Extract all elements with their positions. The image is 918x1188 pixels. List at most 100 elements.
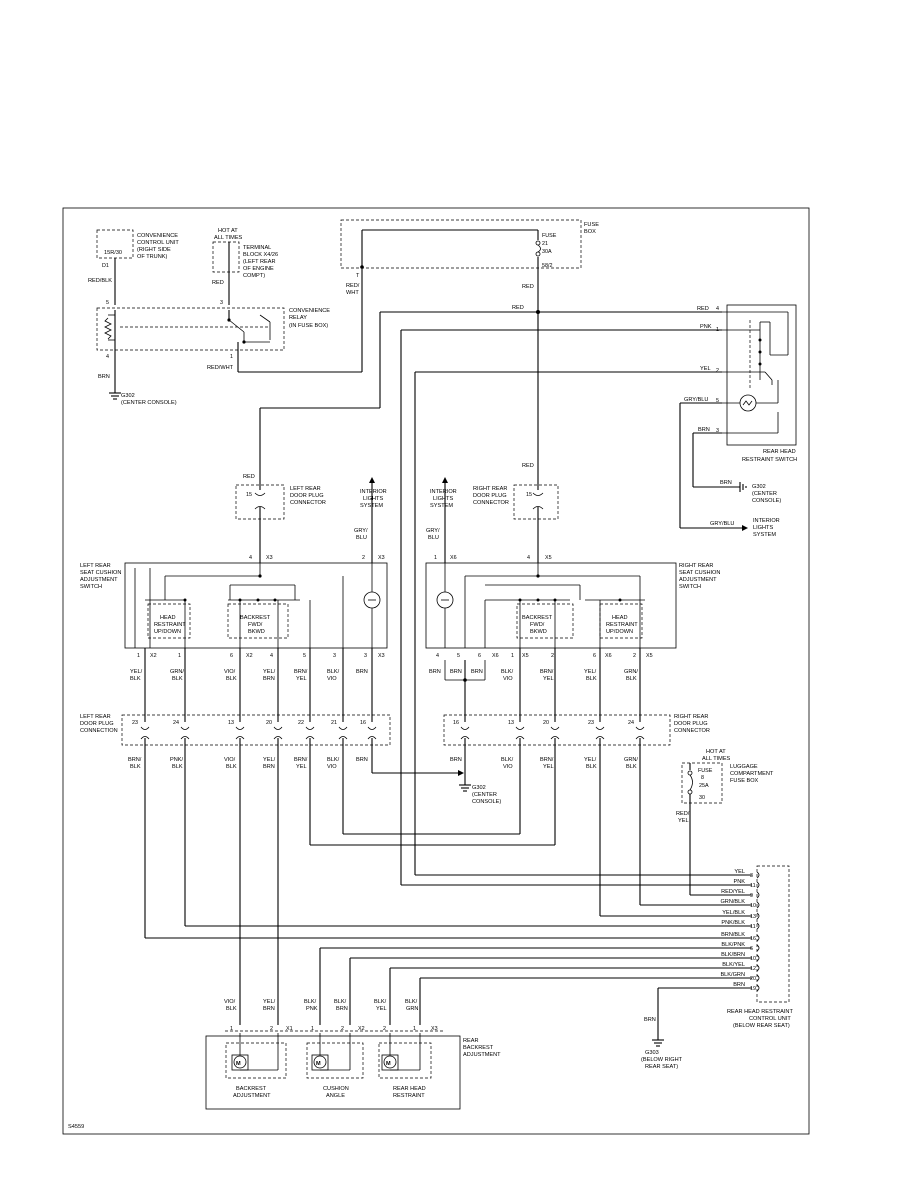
svg-text:YEL: YEL (700, 366, 711, 372)
svg-text:(CENTER: (CENTER (472, 792, 497, 798)
svg-text:BLK: BLK (172, 676, 183, 682)
svg-text:ANGLE: ANGLE (326, 1093, 345, 1099)
ground-g302-top: G302 (CENTER CONSOLE) (109, 392, 177, 406)
svg-text:YEL/: YEL/ (130, 669, 143, 675)
connector-hooks (140, 726, 645, 740)
control-unit-wire-color: BLK/BRN (721, 952, 745, 958)
connector-hook (338, 736, 348, 740)
connector-hook (140, 736, 150, 740)
svg-text:UP/DOWN: UP/DOWN (606, 629, 633, 635)
luggage-compartment-fuse-box: HOT AT ALL TIMES FUSE 8 25A 30 LUGGAGE C… (676, 749, 774, 896)
svg-text:30A: 30A (542, 249, 552, 255)
svg-text:REAR SEAT): REAR SEAT) (645, 1064, 678, 1070)
svg-text:BLK: BLK (226, 1006, 237, 1012)
svg-text:BACKREST: BACKREST (236, 1086, 267, 1092)
svg-text:1: 1 (413, 1026, 416, 1032)
svg-text:SWITCH: SWITCH (679, 584, 701, 590)
svg-text:BACKREST: BACKREST (240, 615, 271, 621)
control-unit-pin: 10 (750, 903, 756, 909)
svg-text:RESTRAINT SWITCH: RESTRAINT SWITCH (742, 457, 797, 463)
svg-text:RED: RED (512, 305, 524, 311)
svg-text:VIO: VIO (327, 676, 337, 682)
svg-text:REAR HEAD RESTRAINT: REAR HEAD RESTRAINT (727, 1009, 793, 1015)
svg-text:(CENTER: (CENTER (752, 491, 777, 497)
svg-text:DOOR PLUG: DOOR PLUG (674, 721, 708, 727)
svg-text:3: 3 (333, 653, 336, 659)
svg-text:X1: X1 (286, 1026, 293, 1032)
svg-text:24: 24 (628, 720, 634, 726)
svg-text:15: 15 (246, 492, 252, 498)
right-door-plug-connector: RIGHT REAR DOOR PLUG CONNECTOR 16 13 20 … (443, 714, 710, 746)
svg-text:BLK/: BLK/ (374, 999, 387, 1005)
svg-text:8: 8 (701, 775, 704, 781)
control-unit-pin: 9 (750, 893, 753, 899)
svg-text:1: 1 (230, 354, 233, 360)
svg-text:YEL: YEL (543, 764, 554, 770)
svg-text:(CENTER CONSOLE): (CENTER CONSOLE) (121, 400, 177, 406)
svg-text:BRN: BRN (263, 676, 275, 682)
svg-text:20: 20 (266, 720, 272, 726)
svg-text:FUSE BOX: FUSE BOX (730, 778, 759, 784)
svg-text:BLK: BLK (130, 764, 141, 770)
svg-text:CONTROL UNIT: CONTROL UNIT (749, 1016, 791, 1022)
control-unit-wire-color: BLK/GRN (720, 972, 745, 978)
diagram-frame (62, 207, 810, 1135)
control-unit-terminal (756, 881, 760, 889)
svg-text:COMPT): COMPT) (243, 273, 265, 279)
connector-hook (305, 736, 315, 740)
svg-text:PNK: PNK (306, 1006, 318, 1012)
svg-text:(IN FUSE BOX): (IN FUSE BOX) (289, 323, 328, 329)
svg-text:M: M (236, 1061, 241, 1067)
svg-text:BACKREST: BACKREST (522, 615, 553, 621)
svg-text:1: 1 (137, 653, 140, 659)
svg-text:G302: G302 (752, 484, 766, 490)
svg-text:RESTRAINT: RESTRAINT (606, 622, 638, 628)
svg-text:LUGGAGE: LUGGAGE (730, 764, 758, 770)
svg-text:24: 24 (173, 720, 179, 726)
svg-text:ADJUSTMENT: ADJUSTMENT (233, 1093, 271, 1099)
svg-text:RED/WHT: RED/WHT (207, 365, 234, 371)
svg-text:BLK: BLK (626, 764, 637, 770)
svg-text:RESTRAINT: RESTRAINT (393, 1093, 425, 1099)
left-mid-wires: YEL/ BLK GRN/ BLK VIO/ BLK YEL/ BRN BRN/… (130, 648, 373, 722)
control-unit-wire-color: YEL/BLK (722, 910, 745, 916)
svg-text:RED: RED (522, 284, 534, 290)
svg-text:GRN/: GRN/ (624, 757, 638, 763)
svg-text:CONTROL UNIT: CONTROL UNIT (137, 240, 179, 246)
svg-text:2: 2 (551, 653, 554, 659)
svg-text:OF TRUNK): OF TRUNK) (137, 254, 167, 260)
svg-text:YEL: YEL (296, 676, 307, 682)
svg-text:6: 6 (593, 653, 596, 659)
svg-text:YEL/: YEL/ (263, 999, 276, 1005)
svg-text:(BELOW RIGHT: (BELOW RIGHT (641, 1057, 683, 1063)
svg-text:BRN: BRN (720, 480, 732, 486)
svg-text:BRN: BRN (336, 1006, 348, 1012)
svg-text:RIGHT REAR: RIGHT REAR (473, 486, 507, 492)
right-mid-wires: BRN BRN BRN BLK/ VIO BRN/ YEL YEL/ BLK G… (429, 648, 641, 722)
svg-text:BRN: BRN (450, 757, 462, 763)
svg-text:YEL: YEL (678, 818, 689, 824)
svg-text:HEAD: HEAD (160, 615, 176, 621)
svg-text:4: 4 (270, 653, 273, 659)
svg-text:BRN: BRN (450, 669, 462, 675)
svg-text:YEL/: YEL/ (584, 669, 597, 675)
svg-text:YEL: YEL (543, 676, 554, 682)
rear-head-restraint-control-unit: YEL3PNK11RED/YEL9GRN/BLK10YEL/BLK13PNK/B… (720, 865, 793, 1029)
svg-text:FWD/: FWD/ (248, 622, 263, 628)
svg-text:M: M (386, 1061, 391, 1067)
left-door-plug-top: 15 LEFT REAR DOOR PLUG CONNECTOR (235, 484, 326, 563)
lower-wires: G302 (CENTER CONSOLE) BRN G303 (BELOW RI… (128, 738, 752, 1070)
svg-text:5: 5 (303, 653, 306, 659)
svg-text:BRN: BRN (263, 764, 275, 770)
svg-text:RED/: RED/ (676, 811, 690, 817)
svg-text:(RIGHT SIDE: (RIGHT SIDE (137, 247, 171, 253)
svg-text:BRN/: BRN/ (540, 757, 554, 763)
svg-text:CONNECTION: CONNECTION (80, 728, 118, 734)
svg-text:GRY/BLU: GRY/BLU (684, 397, 708, 403)
svg-text:15: 15 (526, 492, 532, 498)
control-unit-terminal (756, 912, 760, 920)
svg-text:(BELOW REAR SEAT): (BELOW REAR SEAT) (733, 1023, 790, 1029)
svg-text:5: 5 (457, 653, 460, 659)
svg-text:RED: RED (212, 280, 224, 286)
svg-text:1: 1 (230, 1026, 233, 1032)
